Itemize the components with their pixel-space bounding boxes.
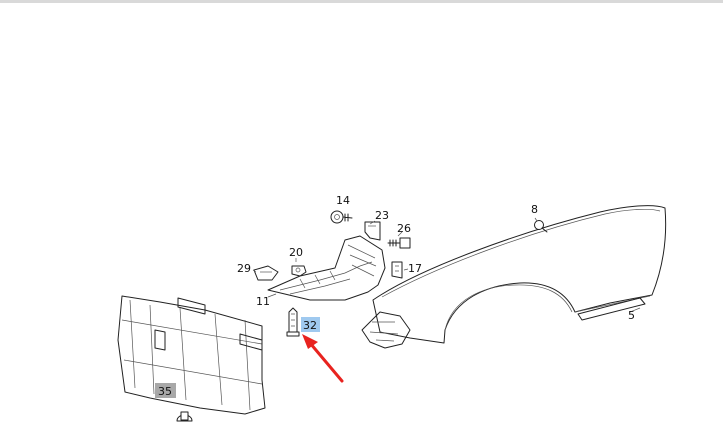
highlight-badge — [155, 383, 176, 398]
callout-label: 29 — [237, 262, 251, 275]
callout-29[interactable]: 29 — [237, 262, 251, 275]
callout-26[interactable]: 26 — [397, 222, 411, 235]
wheel-arch-liner-part[interactable] — [267, 235, 386, 301]
front-panel-part[interactable] — [117, 295, 266, 415]
callout-label: 11 — [256, 295, 270, 308]
callout-label: 35 — [158, 385, 172, 398]
callout-32[interactable]: 32 — [301, 317, 320, 332]
callout-label: 23 — [375, 209, 389, 222]
callout-label: 5 — [628, 309, 635, 322]
top-border — [0, 0, 723, 3]
highlight-badge — [301, 317, 320, 332]
callout-23[interactable]: 23 — [375, 209, 389, 222]
callout-label: 26 — [397, 222, 411, 235]
callout-11[interactable]: 11 — [256, 295, 270, 308]
callout-label: 8 — [531, 203, 538, 216]
callout-label: 32 — [303, 319, 317, 332]
callout-8[interactable]: 8 — [531, 203, 538, 216]
screw-8-part[interactable] — [534, 220, 548, 233]
fastener-35-part[interactable] — [176, 411, 193, 422]
expansion-rivet-32-part[interactable] — [286, 307, 300, 337]
callout-label: 17 — [408, 262, 422, 275]
leader-lines — [252, 217, 641, 313]
callout-35[interactable]: 35 — [155, 383, 176, 398]
fender-part[interactable] — [361, 205, 667, 349]
callout-5[interactable]: 5 — [628, 309, 635, 322]
bolt-14-part[interactable] — [330, 210, 353, 224]
callout-20[interactable]: 20 — [289, 246, 303, 259]
callout-label: 20 — [289, 246, 303, 259]
bracket-23-part[interactable] — [364, 221, 381, 241]
callout-14[interactable]: 14 — [336, 194, 350, 207]
callout-17[interactable]: 17 — [408, 262, 422, 275]
nut-20-part[interactable] — [291, 265, 307, 277]
clip-29-part[interactable] — [253, 265, 279, 281]
red-arrow-icon — [302, 334, 344, 383]
clip-17-part[interactable] — [391, 261, 403, 279]
screw-26-part[interactable] — [387, 237, 411, 249]
callout-label: 14 — [336, 194, 350, 207]
